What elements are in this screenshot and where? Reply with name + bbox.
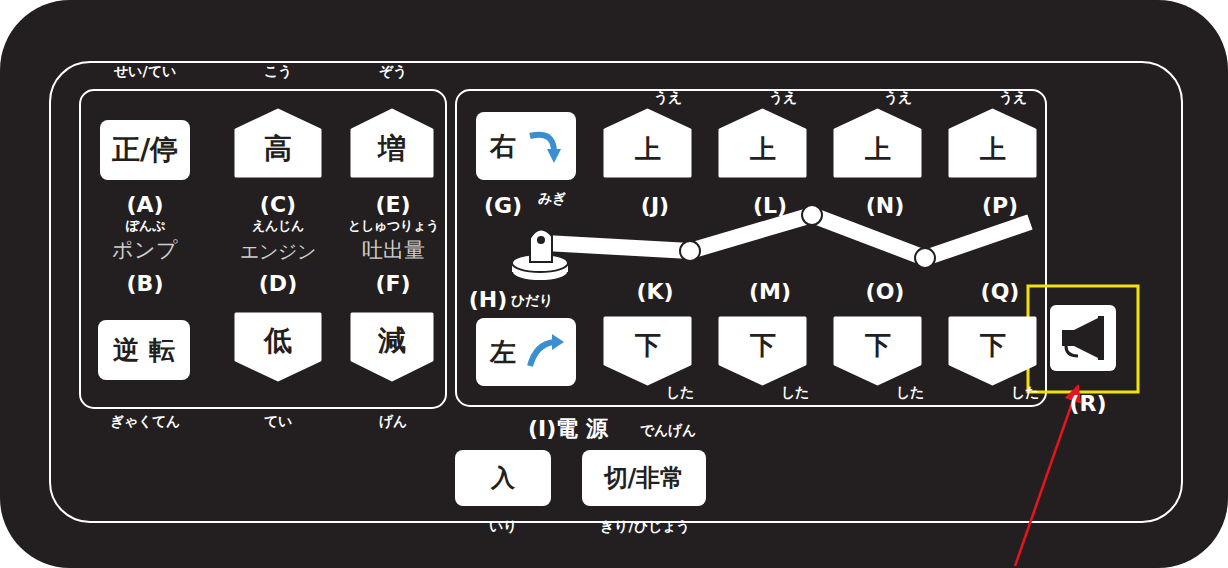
up-button: 上 (835, 110, 920, 176)
button-label: 左 (490, 335, 516, 370)
push-button: 右 (476, 112, 576, 180)
arm-linkage (545, 205, 1030, 268)
reading-hint: うえ (884, 90, 912, 105)
button-label: 正/停 (112, 131, 178, 169)
up-button: 上 (950, 110, 1035, 176)
button-label: 下 (635, 328, 661, 363)
callout-label: (H) (469, 288, 508, 312)
callout-label: 吐出量 (362, 239, 425, 262)
reading-hint: うえ (654, 90, 682, 105)
callout-label: (O) (866, 280, 905, 304)
push-button: 入 (455, 450, 551, 506)
reading-hint: でんげん (640, 423, 696, 438)
pointer-arrow (1015, 386, 1078, 566)
callout-label: (M) (749, 280, 791, 304)
reading-hint: きり/ひじょう (600, 519, 689, 534)
callout-label: (A) (126, 193, 163, 217)
up-button: 上 (605, 110, 690, 176)
rotate-arrow-icon (530, 334, 564, 366)
reading-hint: した (1011, 385, 1039, 400)
highlight-box (1028, 286, 1138, 392)
button-label: 減 (378, 322, 406, 360)
button-label: 逆 転 (113, 333, 174, 368)
up-button: 増 (352, 110, 432, 176)
push-button: 左 (476, 318, 576, 386)
callout-label: ポンプ (112, 239, 178, 262)
rotate-arrow-icon (530, 135, 561, 163)
reading-hint: こう (264, 64, 292, 79)
button-label: 低 (264, 322, 292, 360)
down-button: 下 (720, 318, 805, 384)
callout-label: (D) (259, 272, 297, 296)
reading-hint: ぎゃくてん (110, 414, 180, 429)
reading-hint: ぞう (379, 64, 407, 79)
reading-hint: した (896, 385, 924, 400)
down-button: 下 (950, 318, 1035, 384)
button-label: 右 (490, 129, 516, 164)
boom-group-outline (456, 90, 1046, 406)
reading-hint: せい/てい (114, 64, 175, 79)
reading-hint: えんじん (252, 219, 304, 233)
callout-label: (P) (982, 194, 1018, 218)
button-label: 上 (980, 132, 1006, 167)
button-label: 下 (980, 328, 1006, 363)
turret-symbol (512, 229, 568, 281)
reading-hint: てい (264, 414, 292, 429)
push-button: 逆 転 (98, 320, 190, 380)
reading-hint: した (666, 385, 694, 400)
button-label: 上 (750, 132, 776, 167)
callout-label: エンジン (240, 241, 316, 262)
callout-label: (G) (484, 194, 522, 218)
pump-group-outline (80, 90, 446, 408)
reading-hint: ひだり (511, 293, 553, 308)
button-label: 下 (865, 328, 891, 363)
callout-label: (I)電 源 (528, 417, 608, 441)
button-label: 下 (750, 328, 776, 363)
horn-button (1050, 305, 1116, 371)
callout-label: (B) (127, 272, 164, 296)
reading-hint: みぎ (538, 191, 566, 206)
callout-label: (J) (641, 194, 669, 218)
reading-hint: げん (379, 414, 407, 429)
callout-label: (N) (866, 194, 905, 218)
callout-label: (E) (375, 193, 410, 217)
callout-label: (F) (375, 272, 410, 296)
callout-label: (R) (1069, 392, 1106, 416)
callout-label: (Q) (981, 280, 1020, 304)
callout-label: (L) (753, 194, 787, 218)
down-button: 下 (835, 318, 920, 384)
button-label: 上 (635, 132, 661, 167)
down-button: 減 (352, 314, 432, 380)
reading-hint: としゅつりょう (348, 219, 439, 233)
callout-label: (C) (260, 193, 296, 217)
reading-hint: いり (489, 519, 517, 534)
button-label: 上 (865, 132, 891, 167)
button-label: 高 (264, 130, 292, 168)
reading-hint: うえ (999, 90, 1027, 105)
button-label: 入 (491, 462, 515, 494)
callout-label: (K) (636, 280, 673, 304)
panel-outline (50, 62, 1182, 522)
push-button: 正/停 (100, 120, 190, 180)
down-button: 下 (605, 318, 690, 384)
button-label: 切/非常 (604, 462, 685, 494)
reading-hint: ぽんぷ (126, 219, 165, 233)
up-button: 上 (720, 110, 805, 176)
up-button: 高 (236, 110, 320, 176)
reading-hint: した (781, 385, 809, 400)
down-button: 低 (236, 314, 320, 380)
button-label: 増 (378, 130, 406, 168)
reading-hint: うえ (769, 90, 797, 105)
push-button: 切/非常 (582, 450, 706, 506)
